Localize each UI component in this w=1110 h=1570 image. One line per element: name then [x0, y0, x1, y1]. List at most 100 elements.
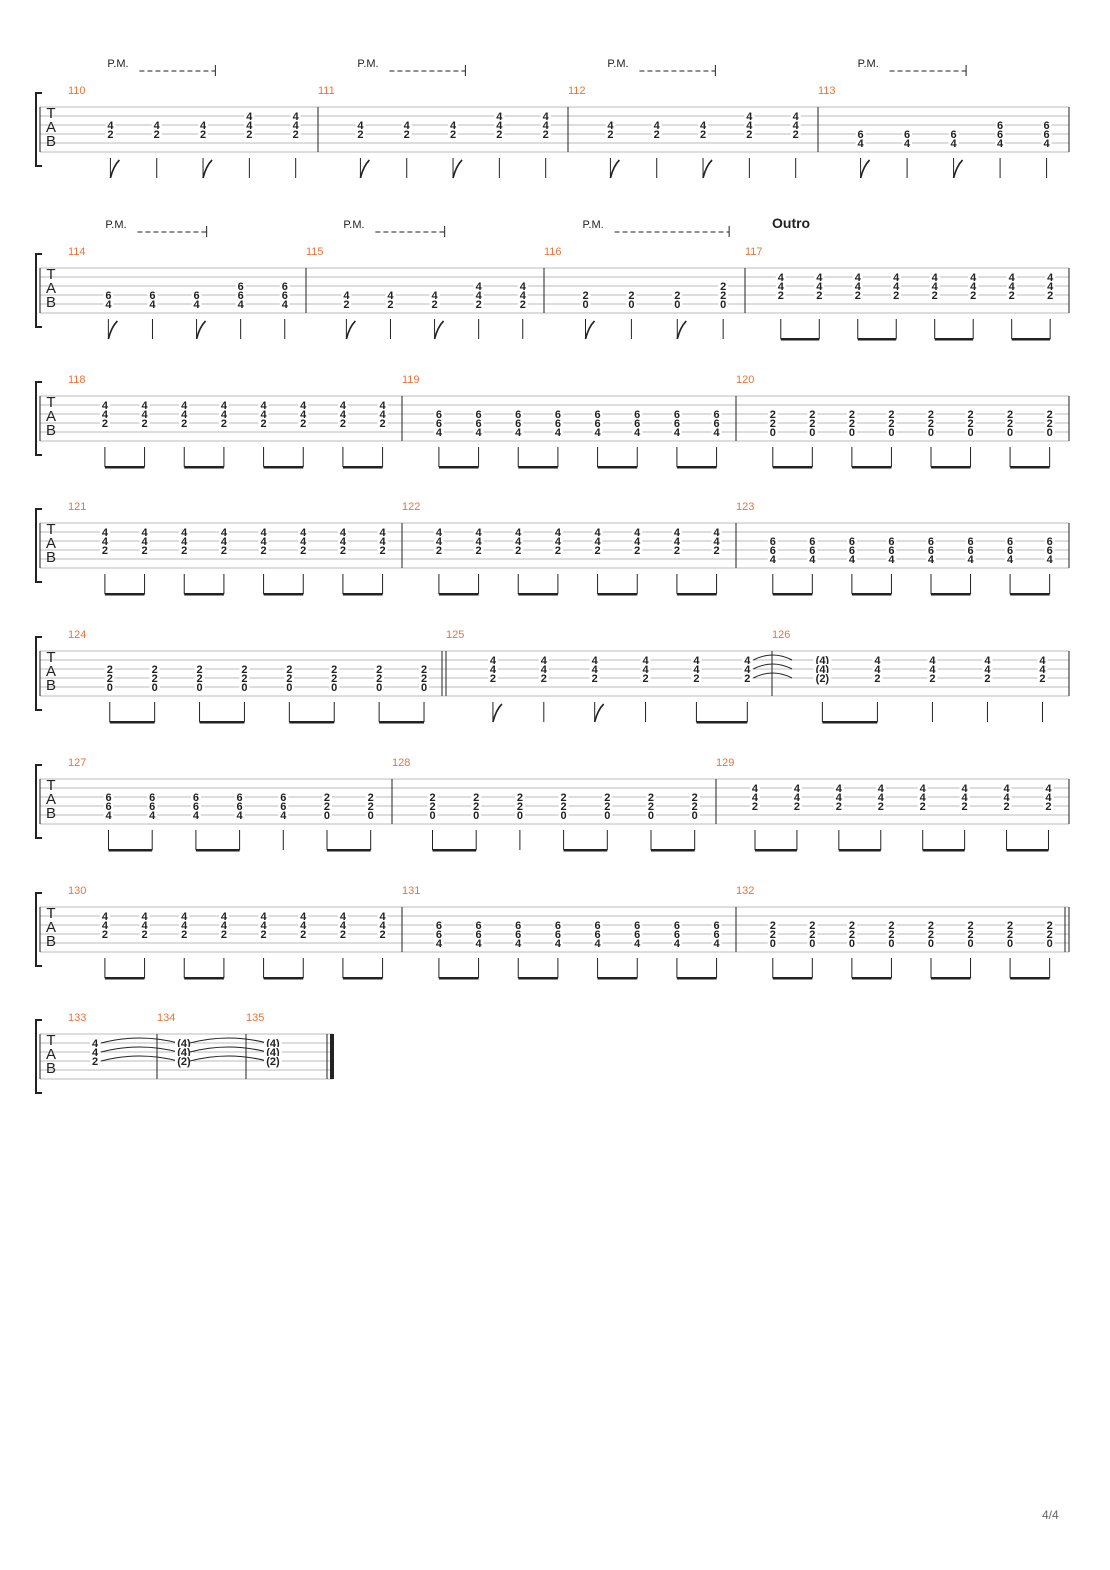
note-mask	[891, 281, 902, 291]
fret-number: 0	[967, 427, 973, 439]
note-mask	[401, 129, 412, 139]
note-mask	[419, 682, 430, 692]
note-mask	[514, 792, 525, 802]
note-mask	[948, 138, 959, 148]
note-mask	[513, 527, 524, 537]
fret-number: 0	[196, 682, 202, 694]
note-beam	[184, 977, 224, 980]
fret-number: 6	[904, 129, 910, 141]
note-mask	[767, 929, 778, 939]
fret-number: 6	[476, 418, 482, 430]
note-mask	[1044, 554, 1055, 564]
fret-number: 4	[293, 111, 300, 123]
note-beam	[1010, 466, 1050, 469]
fret-number: 2	[746, 129, 752, 141]
note-mask	[929, 272, 940, 282]
note-mask	[640, 664, 651, 674]
fret-number: 4	[674, 938, 681, 950]
note-mask	[1005, 554, 1016, 564]
note-mask	[592, 409, 603, 419]
fret-number: 2	[1047, 920, 1053, 932]
note-mask	[1006, 272, 1017, 282]
fret-number: 2	[181, 418, 187, 430]
note-mask	[602, 810, 613, 820]
fret-number: 2	[720, 290, 726, 302]
note-mask	[790, 129, 801, 139]
note-mask	[767, 409, 778, 419]
fret-number: 6	[436, 929, 442, 941]
fret-number: 4	[149, 810, 156, 822]
fret-number: 4	[1009, 272, 1016, 284]
tab-clef-letter: T	[46, 649, 55, 666]
fret-number: 2	[368, 792, 374, 804]
note-mask	[965, 418, 976, 428]
note-mask	[239, 682, 250, 692]
fret-number: 4	[770, 554, 777, 566]
note-mask	[552, 929, 563, 939]
note-mask	[995, 129, 1006, 139]
note-flag	[952, 159, 964, 179]
fret-number: 4	[181, 911, 188, 923]
fret-number: 6	[1047, 536, 1053, 548]
fret-number: 2	[1047, 290, 1053, 302]
tab-system: TAB1184424424424424424424424421196646646…	[35, 374, 1070, 469]
fret-number: 4	[380, 527, 387, 539]
note-mask	[429, 299, 440, 309]
fret-number: 4	[261, 920, 268, 932]
note-mask	[329, 682, 340, 692]
fret-number: 2	[561, 801, 567, 813]
tab-clef-letter: B	[46, 422, 56, 439]
note-mask	[258, 527, 269, 537]
note-mask	[671, 929, 682, 939]
note-mask	[258, 418, 269, 428]
tie-arc	[100, 1037, 179, 1044]
fret-number: 2	[1007, 929, 1013, 941]
bar-number: 115	[306, 246, 324, 258]
tab-clef-letter: B	[46, 677, 56, 694]
note-mask	[258, 911, 269, 921]
fret-number: 2	[496, 129, 502, 141]
note-mask	[99, 536, 110, 546]
fret-number: 4	[102, 536, 109, 548]
fret-number: 0	[770, 427, 776, 439]
note-beam	[263, 977, 304, 980]
note-mask	[592, 920, 603, 930]
fret-number: 4	[238, 299, 245, 311]
fret-number: 4	[404, 120, 411, 132]
note-beam	[851, 977, 892, 980]
note-mask	[258, 545, 269, 555]
note-mask	[538, 664, 549, 674]
fret-number: 2	[770, 929, 776, 941]
note-mask	[278, 810, 289, 820]
note-mask	[473, 418, 484, 428]
note-mask	[99, 409, 110, 419]
note-mask	[632, 427, 643, 437]
fret-number: 4	[221, 536, 228, 548]
fret-number: 6	[237, 792, 243, 804]
fret-number: 4	[92, 1047, 99, 1059]
fret-number: 2	[714, 545, 720, 557]
fret-number: 4	[387, 290, 394, 302]
note-mask	[139, 920, 150, 930]
note-mask	[279, 290, 290, 300]
note-mask	[744, 120, 755, 130]
fret-number: 2	[592, 673, 598, 685]
note-mask	[235, 281, 246, 291]
fret-number: 4	[340, 409, 347, 421]
note-beam	[696, 721, 748, 724]
fret-number: 4	[967, 554, 974, 566]
note-mask	[1044, 536, 1055, 546]
fret-number: 2	[221, 929, 227, 941]
fret-number: 4	[746, 120, 753, 132]
palm-mute-label: P.M.	[858, 58, 879, 70]
note-mask	[1037, 655, 1048, 665]
fret-number: 4	[893, 272, 900, 284]
note-mask	[767, 920, 778, 930]
note-mask	[814, 281, 825, 291]
tab-clef-letter: T	[46, 1032, 55, 1049]
note-beam	[518, 593, 558, 596]
fret-number: 4	[490, 664, 497, 676]
fret-number: 4	[436, 427, 443, 439]
bar-number: 135	[246, 1012, 264, 1024]
